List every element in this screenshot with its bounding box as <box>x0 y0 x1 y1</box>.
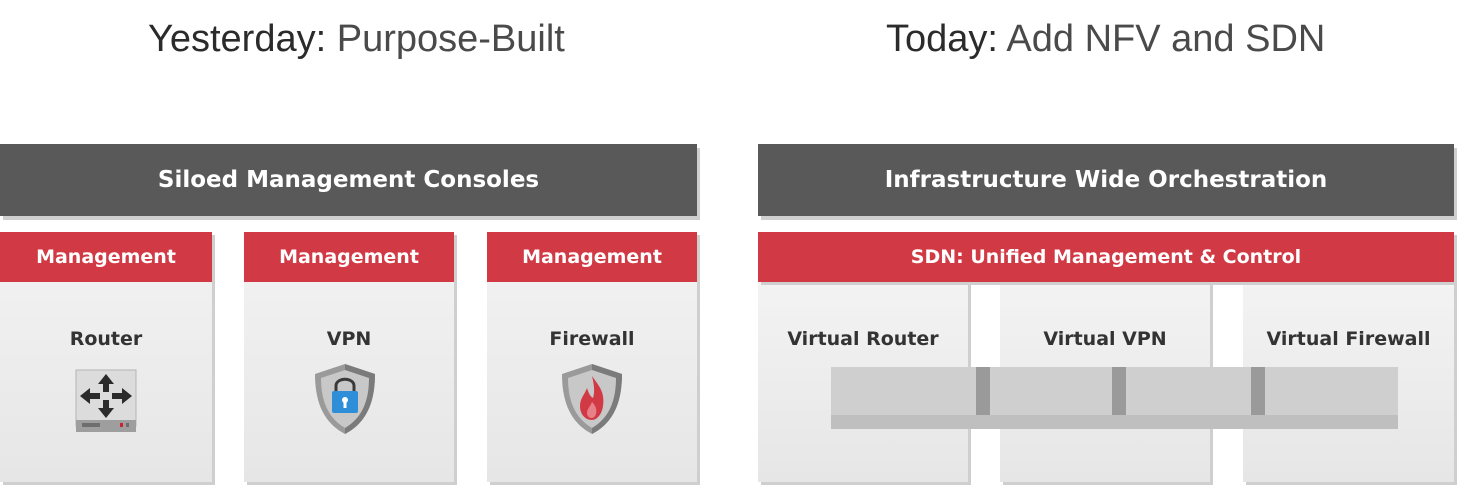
sdn-header: SDN: Unified Management & Control <box>758 232 1454 282</box>
shared-infrastructure-block <box>831 367 1398 429</box>
router-icon <box>74 368 138 438</box>
infra-segment <box>1265 367 1398 415</box>
infra-divider <box>976 367 990 415</box>
infra-segment <box>990 367 1112 415</box>
left-title-light: Purpose-Built <box>326 18 565 60</box>
right-title-light: Add NFV and SDN <box>997 18 1326 60</box>
infra-divider <box>1112 367 1126 415</box>
router-panel: Management Router <box>0 232 212 482</box>
firewall-panel: Management Firewall <box>487 232 697 482</box>
right-title: Today: Add NFV and SDN <box>886 18 1325 61</box>
siloed-consoles-bar: Siloed Management Consoles <box>0 144 697 216</box>
right-title-bold: Today: <box>886 18 998 60</box>
virtual-router-label: Virtual Router <box>787 328 939 350</box>
infra-segment <box>831 367 976 415</box>
orchestration-bar: Infrastructure Wide Orchestration <box>758 144 1454 216</box>
router-label: Router <box>69 328 143 350</box>
management-header: Management <box>0 232 212 282</box>
infra-segment <box>1126 367 1251 415</box>
infra-divider <box>1251 367 1265 415</box>
flame-shield-icon <box>559 362 625 440</box>
vpn-panel: Management VPN <box>244 232 454 482</box>
management-header: Management <box>244 232 454 282</box>
lock-shield-icon <box>312 362 378 440</box>
virtual-vpn-label: Virtual VPN <box>1043 328 1167 350</box>
left-title: Yesterday: Purpose-Built <box>148 18 565 61</box>
left-title-bold: Yesterday: <box>148 18 327 60</box>
vpn-label: VPN <box>326 328 372 350</box>
virtual-firewall-label: Virtual Firewall <box>1266 328 1431 350</box>
firewall-label: Firewall <box>549 328 635 350</box>
management-header: Management <box>487 232 697 282</box>
